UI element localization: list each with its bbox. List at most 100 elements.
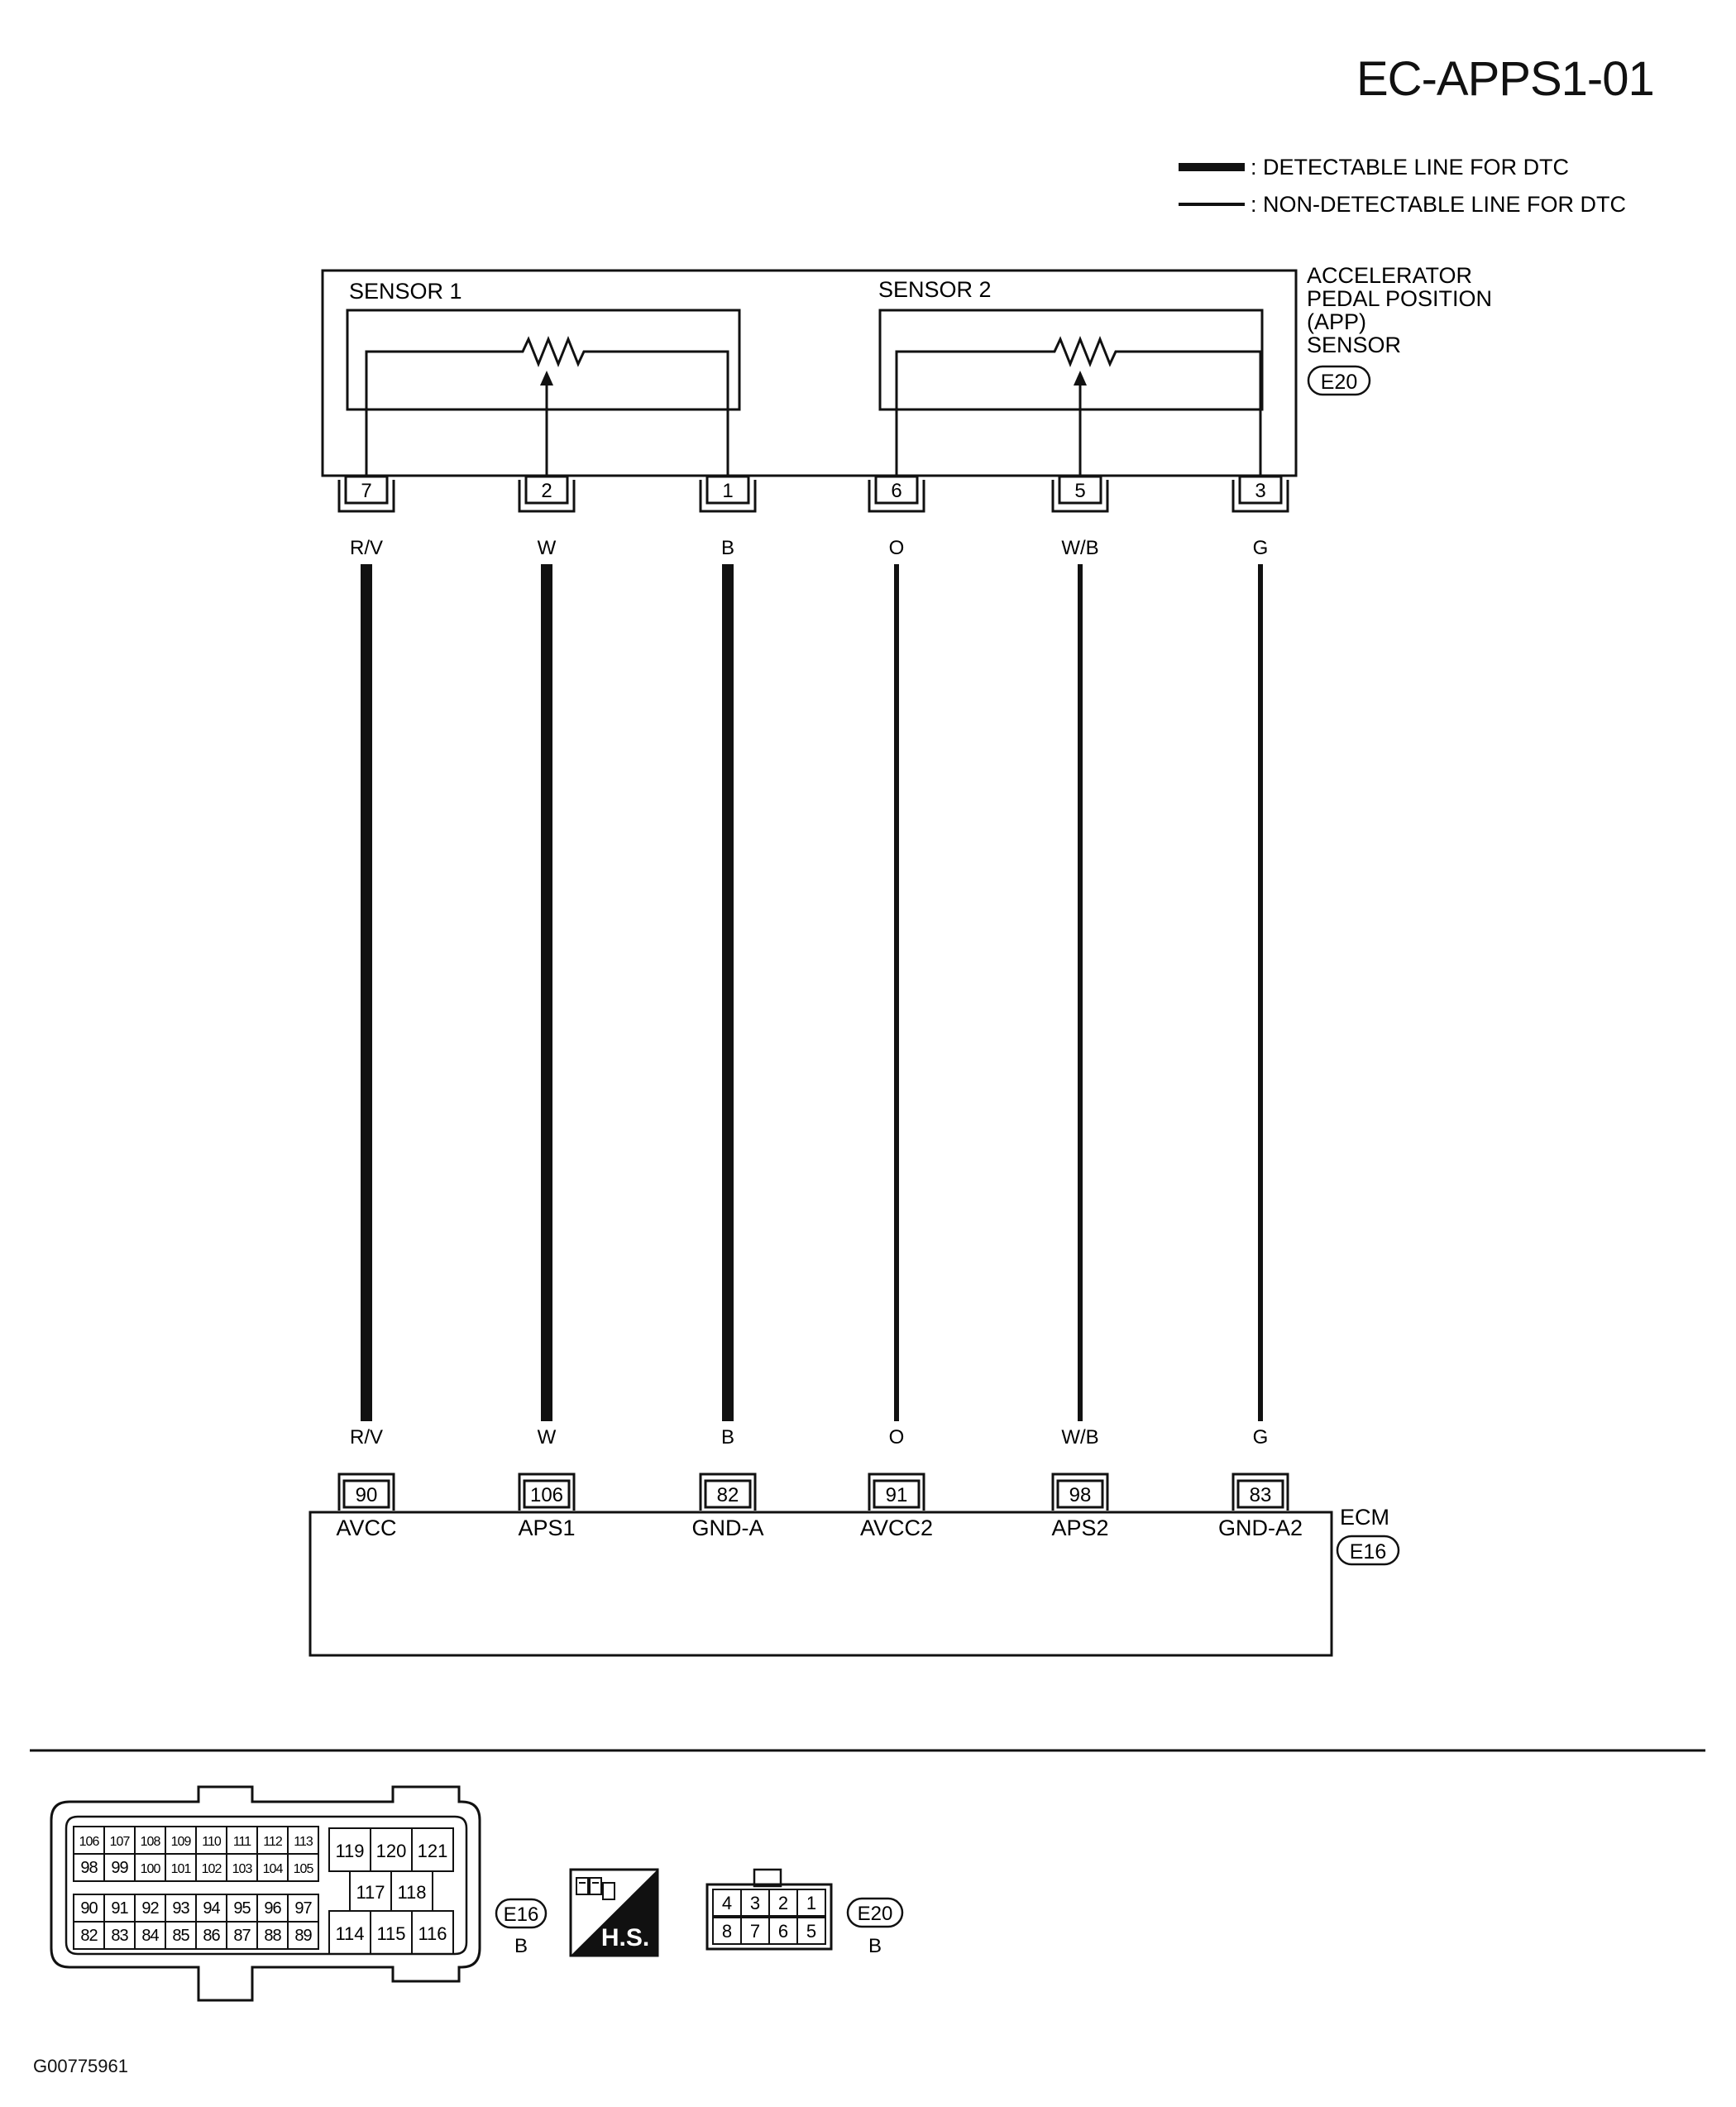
app-sensor-connector-id: E20 [1321, 371, 1357, 394]
hs-badge-label: H.S. [601, 1924, 649, 1951]
sensor-pin-box [1058, 475, 1102, 505]
ecm-pin-terminal [1231, 1473, 1289, 1511]
legend-detectable-text: : DETECTABLE LINE FOR DTC [1251, 155, 1569, 180]
e16-pin-number: 83 [111, 1927, 128, 1945]
sensor-pin-box [705, 475, 750, 505]
sensor-pin-number: 1 [722, 480, 733, 502]
sensor-pin-box [344, 475, 389, 505]
e16-connector-inner-outline [65, 1815, 468, 1956]
hs-badge-dark-half [571, 1870, 658, 1956]
e20-id: E20 [858, 1903, 893, 1925]
ecm-name: ECM [1340, 1505, 1389, 1530]
e16-pin-number: 88 [264, 1927, 281, 1945]
ecm-pin-terminal [699, 1473, 757, 1511]
e16-pin-number: 117 [356, 1882, 385, 1903]
sensor-pin-box [1238, 475, 1283, 505]
e16-pin-number: 114 [335, 1923, 364, 1944]
sensor-2-box [878, 309, 1264, 411]
ecm-pin-box [523, 1479, 571, 1509]
e16-pin-number: 109 [171, 1835, 192, 1849]
e16-pin-number: 100 [141, 1862, 161, 1876]
e16-pin-number: 93 [172, 1899, 189, 1918]
wire-color-top: O [889, 537, 905, 559]
hs-badge: H.S. [569, 1868, 659, 1957]
wire-color-bottom: R/V [350, 1426, 383, 1449]
e16-pin-number: 96 [264, 1899, 281, 1918]
wire-color-bottom: G [1253, 1426, 1269, 1449]
sensor-2-track [895, 335, 1262, 477]
e16-id: E16 [504, 1903, 539, 1926]
ecm-pin-label: AVCC2 [860, 1516, 933, 1540]
e16-pin-number: 110 [202, 1835, 222, 1849]
sensor-pin-number: 6 [891, 480, 901, 502]
e16-pin-number: 121 [418, 1841, 448, 1861]
e20-pin-number: 8 [722, 1921, 732, 1942]
ecm-pin-box [704, 1479, 752, 1509]
app-sensor-name-line-4: SENSOR [1307, 333, 1401, 357]
e16-pin-number: 92 [141, 1899, 159, 1918]
e16-pin-number: 103 [232, 1862, 253, 1876]
wires: 7R/VR/V90AVCC2WW106APS11BB82GND-A6OO91AV… [336, 475, 1303, 1540]
sensor-pin-terminal [1231, 480, 1289, 513]
ecm: ECM E16 [308, 1505, 1400, 1657]
e20-pin-number: 2 [778, 1893, 788, 1913]
e16-pin-number: 89 [294, 1927, 312, 1945]
ecm-pin-number: 90 [356, 1484, 378, 1506]
ecm-pin-number: 83 [1250, 1484, 1272, 1506]
e16-pin-number: 101 [171, 1862, 192, 1876]
e16-pin-number: 91 [111, 1899, 128, 1918]
e16-pin-number: 112 [263, 1835, 283, 1849]
sensor-pin-number: 7 [361, 480, 371, 502]
e16-pin-number: 85 [172, 1927, 189, 1945]
wire-color-bottom: O [889, 1426, 905, 1449]
ecm-pin-label: GND-A2 [1218, 1516, 1303, 1540]
e16-pin-number: 98 [80, 1859, 98, 1877]
wire-color-top: W [538, 537, 557, 559]
ecm-connector-id: E16 [1350, 1540, 1386, 1563]
ecm-pin-number: 82 [717, 1484, 739, 1506]
e16-color: B [514, 1935, 528, 1957]
ecm-pin-number: 106 [530, 1484, 563, 1506]
sensor-pin-number: 2 [541, 480, 552, 502]
ecm-connector-badge [1336, 1535, 1400, 1566]
sensor-pin-terminal [1051, 480, 1109, 513]
app-sensor: ACCELERATOR PEDAL POSITION (APP) SENSOR … [321, 263, 1492, 477]
e16-pin-number: 99 [111, 1859, 128, 1877]
e16-pin-number: 105 [294, 1862, 314, 1876]
e20-id-badge [846, 1897, 904, 1928]
app-sensor-name-line-3: (APP) [1307, 309, 1366, 334]
sensor-pin-terminal [337, 480, 395, 513]
e16-id-badge [495, 1898, 548, 1929]
e16-pin-number: 95 [233, 1899, 251, 1918]
e16-pin-number: 115 [376, 1923, 405, 1944]
e16-pin-number: 87 [233, 1927, 251, 1945]
e16-pin-number: 107 [110, 1835, 131, 1849]
sensor-1-wiper-arrow [540, 371, 553, 385]
ecm-pin-box [342, 1479, 390, 1509]
e16-pin-number: 120 [376, 1841, 407, 1861]
ecm-pin-terminal [518, 1473, 576, 1511]
e16-pin-number: 84 [141, 1927, 159, 1945]
e20-pin-number: 4 [722, 1893, 732, 1913]
wire-color-top: W/B [1061, 537, 1098, 559]
e16-pin-number: 108 [141, 1835, 161, 1849]
e16-pin-number: 118 [397, 1882, 426, 1903]
e20-color: B [868, 1935, 882, 1957]
ecm-pin-terminal [337, 1473, 395, 1511]
wire-color-top: B [721, 537, 734, 559]
e16-pin-number: 97 [294, 1899, 312, 1918]
app-sensor-name-line-2: PEDAL POSITION [1307, 286, 1492, 311]
wire-color-top: R/V [350, 537, 383, 559]
e16-pin-cell [287, 1853, 319, 1882]
app-sensor-housing [321, 269, 1298, 477]
e20-pin-cell [796, 1889, 826, 1917]
sensor-pin-terminal [699, 480, 757, 513]
sensor-pin-terminal [868, 480, 925, 513]
wire-color-bottom: B [721, 1426, 734, 1449]
e20-pin-number: 3 [750, 1893, 760, 1913]
